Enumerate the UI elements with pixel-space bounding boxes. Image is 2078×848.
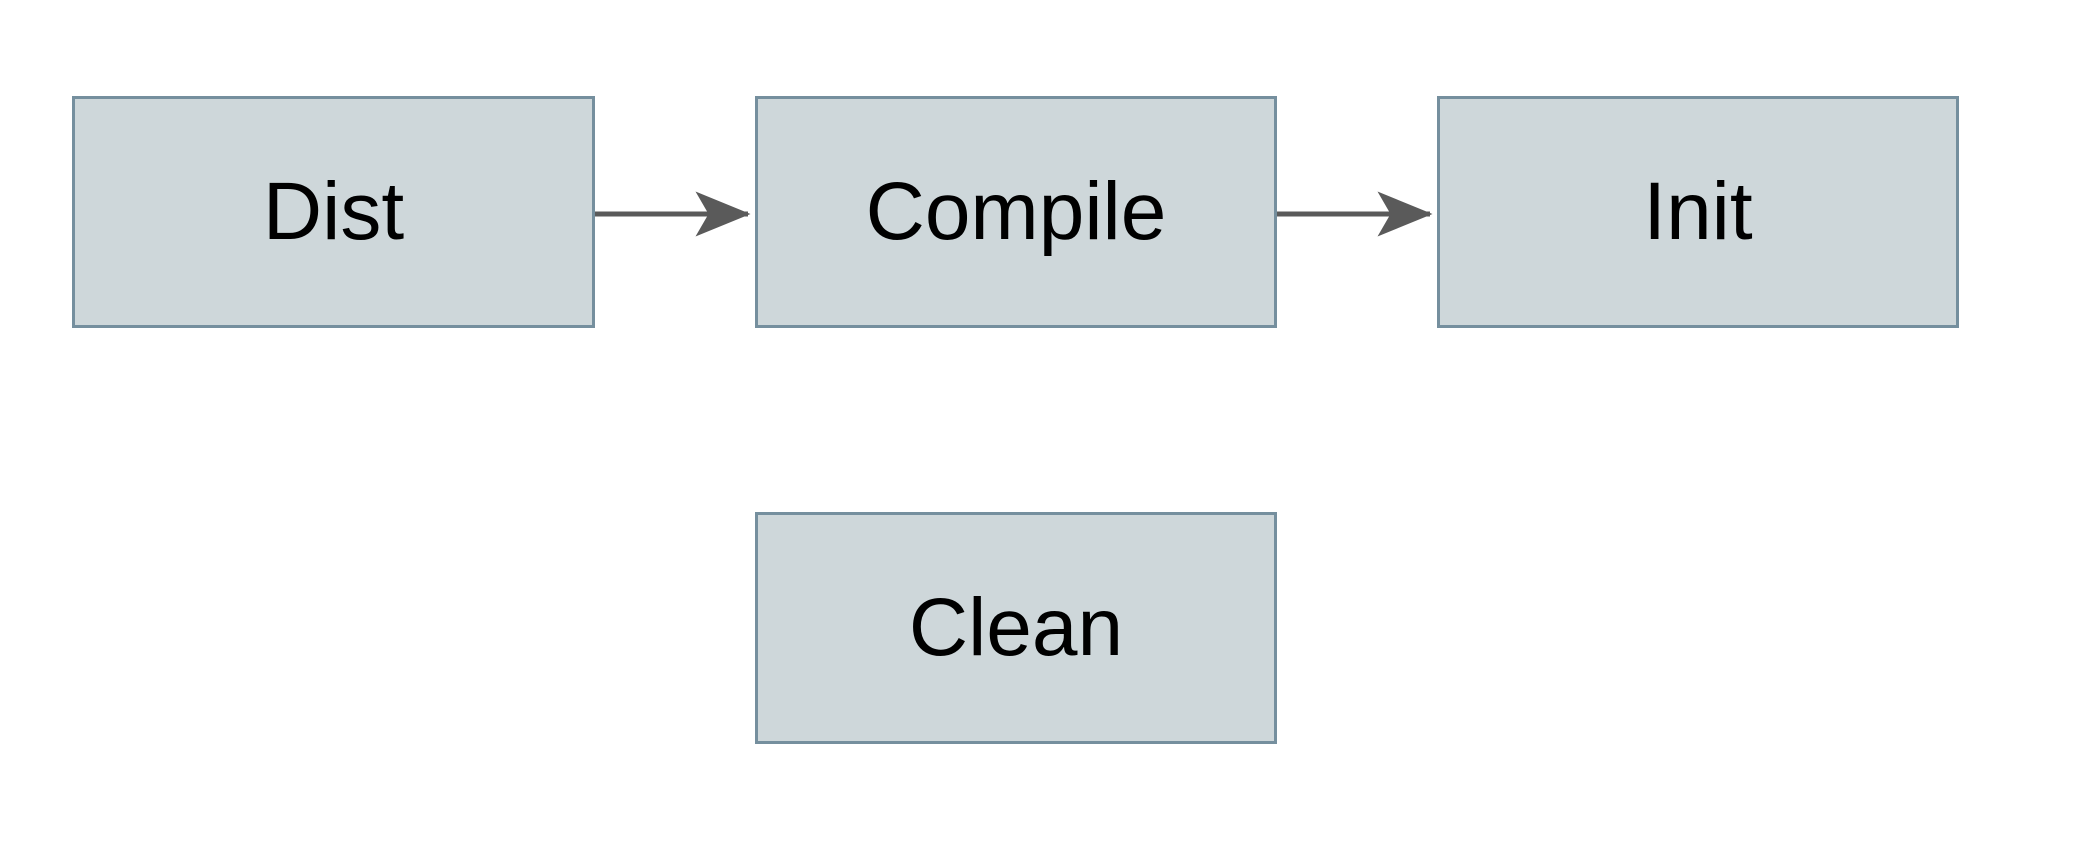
node-clean[interactable]: Clean [755, 512, 1277, 744]
node-compile-label: Compile [865, 166, 1167, 257]
edge-dist-to-compile[interactable] [575, 184, 775, 244]
edge-compile-to-init[interactable] [1257, 184, 1457, 244]
node-init[interactable]: Init [1437, 96, 1959, 328]
node-init-label: Init [1643, 166, 1753, 257]
node-clean-label: Clean [908, 582, 1124, 673]
node-dist-label: Dist [262, 166, 405, 257]
node-dist[interactable]: Dist [72, 96, 595, 328]
node-compile[interactable]: Compile [755, 96, 1277, 328]
